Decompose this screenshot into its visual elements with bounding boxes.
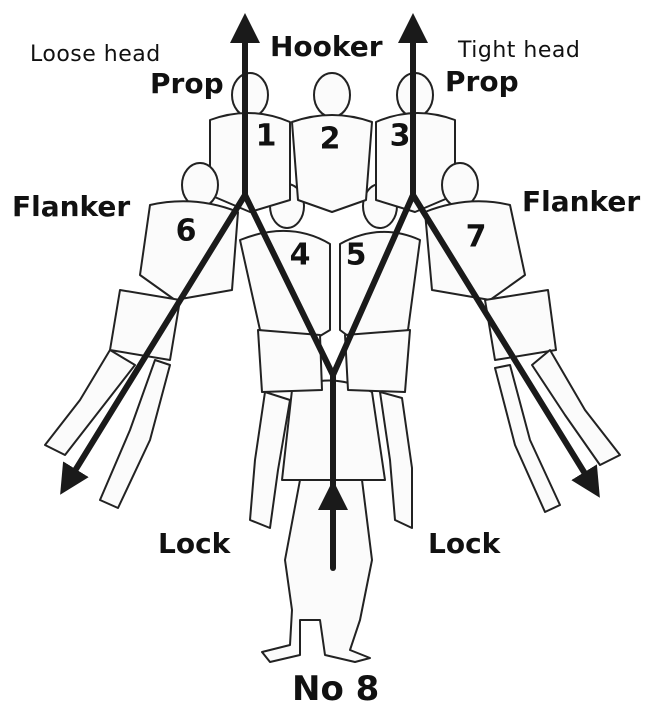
hooker-label: Hooker (270, 33, 383, 61)
prop-right-label: Prop (445, 68, 519, 96)
no8-label: No 8 (292, 672, 379, 706)
player-3-number: 3 (390, 119, 411, 154)
player-2-number: 2 (320, 122, 341, 157)
lock-right-label: Lock (428, 530, 500, 558)
lock-left-label: Lock (158, 530, 230, 558)
loose-head-label: Loose head (30, 44, 161, 66)
player-6-number: 6 (176, 214, 197, 249)
player-5-number: 5 (346, 238, 367, 273)
flanker-right-label: Flanker (522, 188, 640, 216)
player-7-number: 7 (466, 220, 487, 255)
prop-left-label: Prop (150, 70, 224, 98)
flanker-left-label: Flanker (12, 193, 130, 221)
player-1-number: 1 (256, 119, 277, 154)
tight-head-label: Tight head (458, 40, 580, 62)
player-4-number: 4 (290, 238, 311, 273)
